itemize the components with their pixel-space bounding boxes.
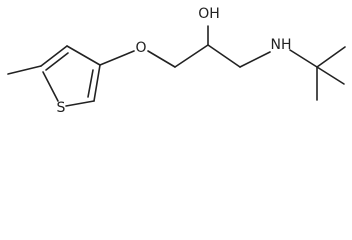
ring-bond-c5-c4: [40, 45, 68, 67]
ring-bond-s-c5: [42, 71, 59, 102]
bond-choh-ch2: [207, 44, 241, 68]
amine-label: NH: [271, 37, 292, 53]
bond-cq-methyl-up: [316, 46, 346, 68]
bond-c3-o: [99, 50, 135, 66]
hydroxyl-label: OH: [198, 6, 220, 22]
ring-bond-c4-c3: [66, 45, 101, 66]
methyl-bond: [7, 65, 42, 75]
sulfur-label: S: [57, 100, 66, 116]
bond-cq-methyl-right: [316, 66, 345, 85]
ring-bond-c3-c2: [93, 64, 101, 102]
ring-bond-c3-c2-inner: [87, 69, 94, 98]
ring-bond-c2-s: [65, 100, 95, 107]
ring-bond-c4-c4-inner: [45, 52, 69, 71]
ether-oxygen-label: O: [135, 40, 146, 56]
bond-ch2-choh: [174, 44, 209, 68]
bond-ch2-n: [239, 51, 271, 68]
chemical-structure: OH O NH S: [7, 6, 346, 116]
bond-n-cq: [289, 49, 318, 68]
bond-o-ch2: [147, 50, 176, 68]
